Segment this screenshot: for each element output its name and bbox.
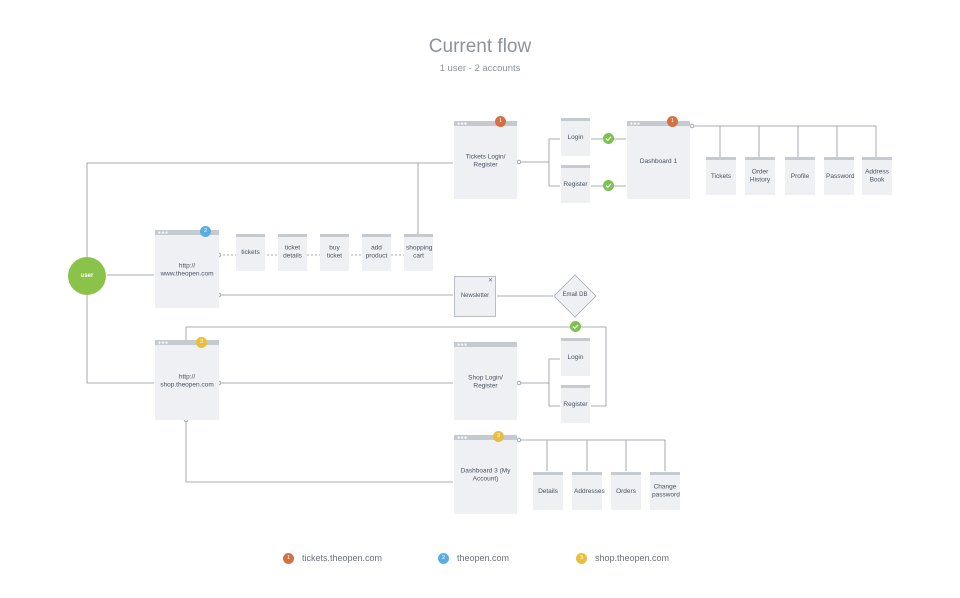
dashboard-1-page-order-history: Order History — [745, 157, 775, 195]
www-page-shopping-cart: shopping cart — [404, 234, 433, 271]
newsletter-popup: ✕ Newsletter — [454, 276, 496, 317]
www-page-ticket-details: ticket details — [278, 234, 307, 271]
login-success-check-icon — [603, 133, 614, 144]
www-page-tickets: tickets — [236, 234, 265, 271]
www-page-buy-ticket: buy ticket — [320, 234, 349, 271]
tickets-register-page: Register — [561, 165, 590, 203]
dashboard-1-page-address-book: Address Book — [862, 157, 892, 195]
tickets-login-badge: 1 — [495, 116, 506, 127]
site-www-label: http:// www.theopen.com — [160, 261, 214, 277]
site-shop-badge: 3 — [196, 337, 207, 348]
register-success-check-icon — [603, 180, 614, 191]
shop-login-label: Shop Login/ Register — [468, 373, 503, 389]
dashboard-3-page-change-password: Change password — [650, 472, 680, 510]
dashboard-1-page-tickets: Tickets — [706, 157, 736, 195]
shop-register-page: Register — [561, 385, 590, 423]
shop-register-check-icon — [570, 321, 581, 332]
dashboard-3-page-details: Details — [533, 472, 563, 510]
tickets-login-label: Tickets Login/ Register — [465, 152, 506, 168]
close-icon: ✕ — [487, 278, 493, 284]
shop-login-window: ●●● Shop Login/ Register — [454, 342, 517, 420]
dashboard-1-page-password: Password — [824, 157, 855, 195]
dashboard-3-badge: 3 — [493, 431, 504, 442]
www-page-add-product: add product — [362, 234, 391, 271]
tickets-login-window: ●●● Tickets Login/ Register — [454, 121, 517, 199]
diagram-title: Current flow — [428, 36, 532, 57]
tickets-login-page: Login — [561, 118, 590, 156]
site-shop-window: ●●● http:// shop.theopen.com — [155, 340, 219, 420]
diagram-subtitle: 1 user - 2 accounts — [439, 63, 521, 74]
site-shop-label: http:// shop.theopen.com — [160, 372, 214, 388]
dashboard-3-page-addresses: Addresses — [572, 472, 605, 510]
site-www-badge: 2 — [200, 226, 211, 237]
dashboard-1-label: Dashboard 1 — [639, 157, 678, 165]
site-www-window: ●●● http:// www.theopen.com — [155, 230, 219, 308]
dashboard-3-page-orders: Orders — [611, 472, 641, 510]
user-node: user — [68, 257, 106, 295]
dashboard-1-window: ●●● Dashboard 1 — [627, 121, 690, 199]
email-db-node: Email DB — [553, 274, 597, 318]
dashboard-3-label: Dashboard 3 (My Account) — [460, 467, 511, 483]
dashboard-1-badge: 1 — [667, 116, 678, 127]
dashboard-1-page-profile: Profile — [785, 157, 815, 195]
shop-login-page: Login — [561, 338, 590, 376]
dashboard-3-window: ●●● Dashboard 3 (My Account) — [454, 435, 517, 514]
